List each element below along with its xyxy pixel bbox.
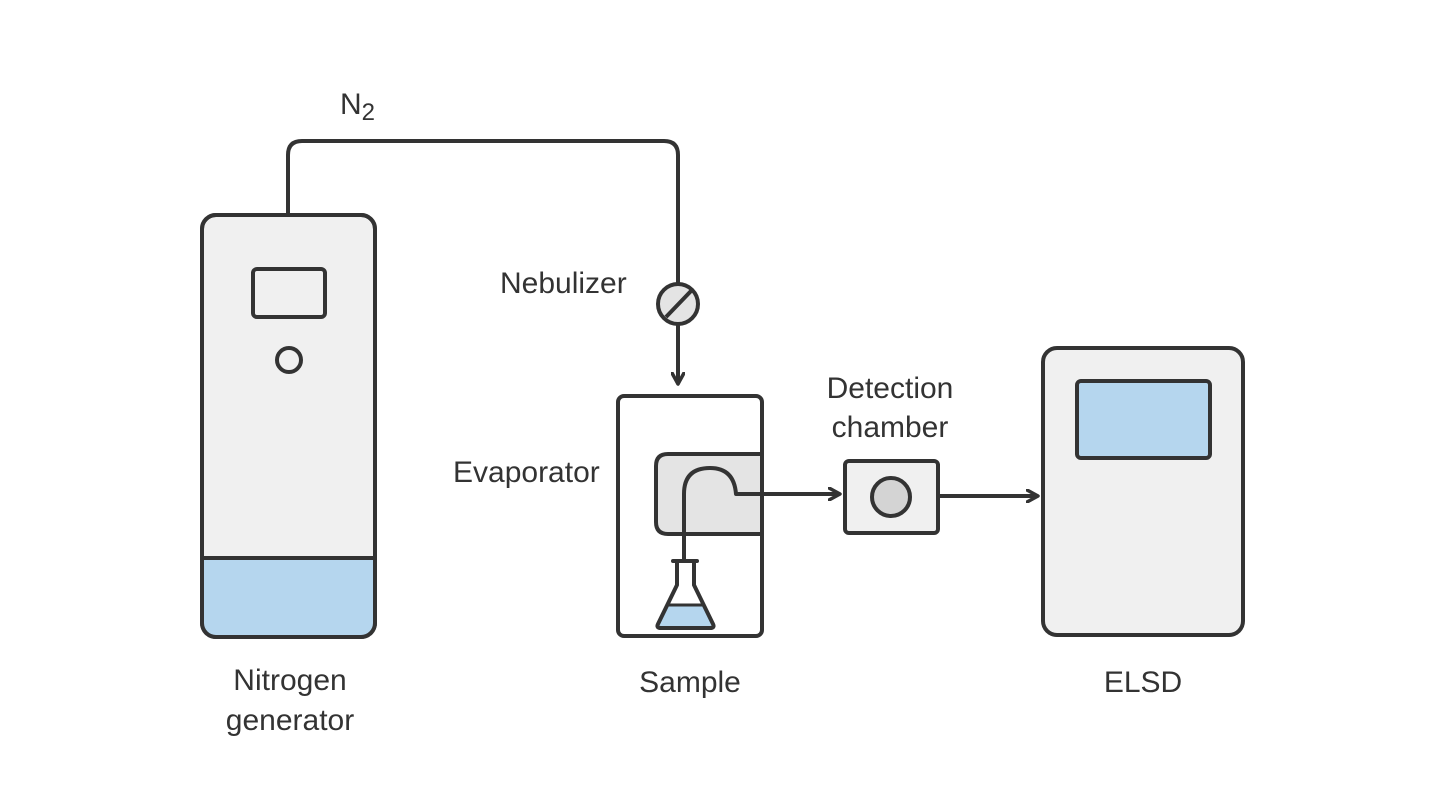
generator-display (251, 267, 327, 319)
generator-body-outline (200, 213, 377, 639)
evaporator-label: Evaporator (453, 456, 600, 489)
sample-label: Sample (639, 666, 741, 699)
elsd-display (1075, 379, 1212, 460)
nebulizer (656, 282, 700, 383)
detection-chamber-label-line1: Detection (827, 372, 954, 405)
n2-gas-line (286, 139, 680, 287)
valve-slash (664, 289, 693, 319)
sample-unit (616, 394, 764, 638)
generator-knob (275, 346, 303, 374)
detector-lens-icon (870, 476, 912, 518)
elsd-label: ELSD (1104, 666, 1182, 699)
detection-chamber (843, 459, 940, 535)
nebulizer-label: Nebulizer (500, 267, 627, 300)
generator-tank-liquid (204, 558, 373, 635)
sample-tube (682, 466, 762, 562)
nitrogen-generator (200, 213, 377, 639)
gas-label: N2 (340, 88, 375, 126)
nitrogen-generator-label-line2: generator (226, 704, 354, 737)
detection-chamber-label-line2: chamber (832, 411, 949, 444)
flask-liquid (657, 605, 714, 628)
elsd-unit (1041, 346, 1245, 637)
nitrogen-generator-label-line1: Nitrogen (233, 664, 346, 697)
flask-icon (655, 559, 716, 630)
